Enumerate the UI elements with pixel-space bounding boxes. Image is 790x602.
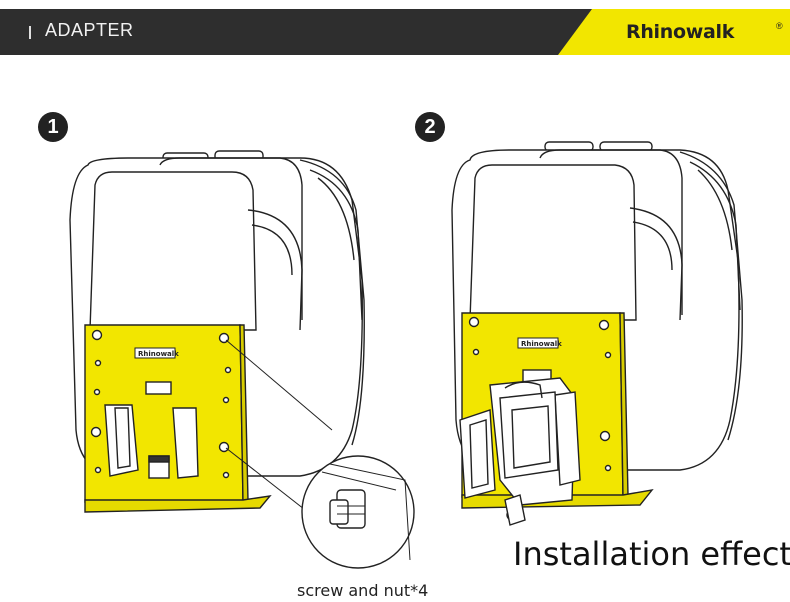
brand-logo-text: Rhinowalk xyxy=(626,21,735,43)
left-plate-logo: Rhinowalk xyxy=(138,350,179,358)
step-2-badge: 2 xyxy=(415,112,445,142)
right-plate-logo: Rhinowalk xyxy=(521,340,562,348)
left-bag-illustration xyxy=(69,150,365,513)
screw-nut-caption: screw and nut*4 xyxy=(297,581,429,600)
callout-line-top xyxy=(225,339,333,431)
installation-effect-caption: Installation effect xyxy=(513,535,790,573)
header-divider-mark xyxy=(29,26,31,39)
left-plate-logo-box xyxy=(134,347,176,359)
page-title: ADAPTER xyxy=(45,20,134,40)
screw-nut-zoom-circle xyxy=(301,455,415,569)
header-bar: ADAPTER Rhinowalk ® xyxy=(0,9,790,55)
right-bag-illustration xyxy=(451,141,743,526)
registered-mark: ® xyxy=(776,21,783,31)
header-accent-shape xyxy=(558,9,790,55)
step-1-badge: 1 xyxy=(38,112,68,142)
right-plate-logo-box xyxy=(517,337,559,349)
